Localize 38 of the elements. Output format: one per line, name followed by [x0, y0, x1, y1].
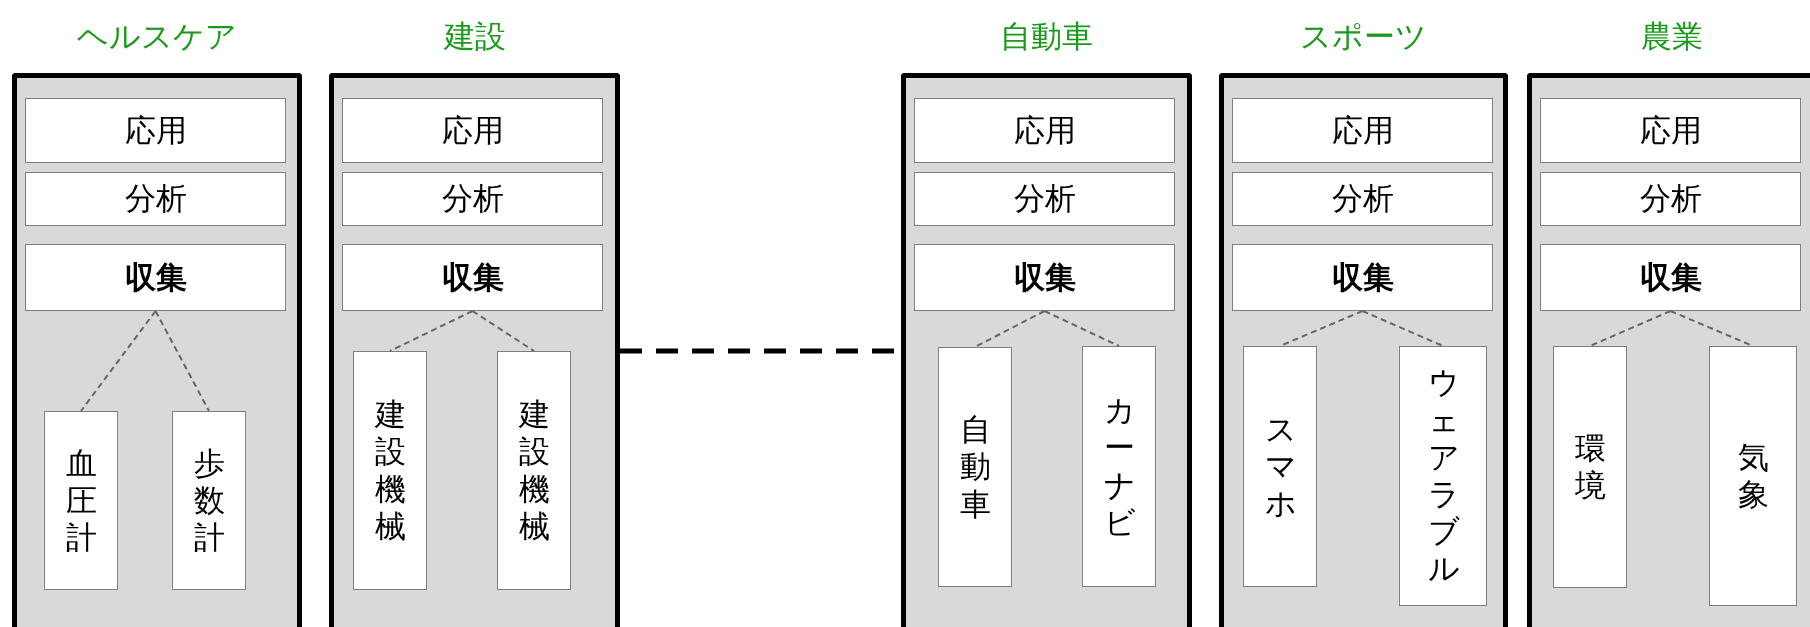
layer-box: 応用 [914, 98, 1175, 163]
layer-box: 収集 [25, 244, 286, 311]
device-box: 血圧計 [44, 411, 118, 590]
layer-box: 応用 [1232, 98, 1493, 163]
layer-box: 分析 [1540, 172, 1801, 226]
column-heading: 建設 [442, 17, 507, 56]
layer-box: 収集 [914, 244, 1175, 311]
link-line [1043, 310, 1120, 347]
layer-box: 収集 [342, 244, 603, 311]
device-box: ウェアラブル [1399, 346, 1487, 606]
layer-box: 分析 [25, 172, 286, 226]
device-box: 気象 [1709, 346, 1797, 606]
layer-box: 応用 [25, 98, 286, 163]
device-box: 建設機械 [497, 351, 571, 590]
device-box: スマホ [1243, 346, 1317, 587]
device-box: 自動車 [938, 347, 1012, 587]
device-box: 建設機械 [353, 351, 427, 590]
device-box: 環境 [1553, 346, 1627, 588]
link-line [80, 310, 157, 412]
layer-box: 分析 [342, 172, 603, 226]
layer-box: 収集 [1540, 244, 1801, 311]
layer-box: 収集 [1232, 244, 1493, 311]
link-line [1361, 310, 1444, 347]
column-heading: 自動車 [999, 17, 1094, 56]
link-line [974, 310, 1046, 348]
column-heading: ヘルスケア [76, 17, 238, 56]
link-line [154, 310, 210, 412]
device-box: カーナビ [1082, 346, 1156, 587]
device-box: 歩数計 [172, 411, 246, 590]
link-line [471, 310, 535, 352]
column-heading: スポーツ [1299, 17, 1428, 56]
layer-box: 応用 [1540, 98, 1801, 163]
layer-box: 分析 [914, 172, 1175, 226]
link-line [389, 310, 474, 352]
layer-box: 分析 [1232, 172, 1493, 226]
link-line [1589, 310, 1672, 347]
layer-box: 応用 [342, 98, 603, 163]
column-heading: 農業 [1640, 17, 1704, 56]
